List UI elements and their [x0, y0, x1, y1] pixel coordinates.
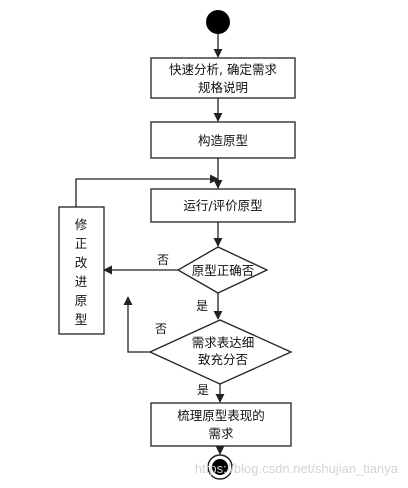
node-sort-line1: 梳理原型表现的 — [177, 408, 265, 423]
node-build: 构造原型 — [150, 121, 296, 159]
decision-needs-line2: 致充分否 — [198, 352, 248, 367]
decision-correct: 原型正确否 — [176, 246, 269, 294]
node-analyze: 快速分析, 确定需求 规格说明 — [150, 57, 296, 99]
node-sort-line2: 需求 — [208, 426, 234, 441]
decision-needs: 需求表达细 致充分否 — [148, 319, 293, 385]
decision-needs-line1: 需求表达细 — [192, 335, 255, 350]
node-revise-char: 正 — [75, 236, 88, 251]
node-build-label: 构造原型 — [198, 133, 248, 148]
edge-needs-back — [123, 296, 150, 353]
node-analyze-line1: 快速分析, 确定需求 — [169, 62, 277, 77]
node-revise-char: 进 — [75, 274, 88, 289]
node-revise-char: 型 — [75, 312, 88, 327]
edge-correct-yes-label: 是 — [196, 299, 208, 313]
edge-needs-yes-label: 是 — [197, 383, 209, 397]
decision-correct-label: 原型正确否 — [192, 263, 255, 278]
node-revise-char: 原 — [75, 293, 88, 308]
watermark: https://blog.csdn.net/shujian_tianya — [195, 461, 399, 476]
edge-correct-no-label: 否 — [157, 253, 169, 267]
end-node — [207, 454, 233, 480]
node-revise-char: 修 — [75, 217, 88, 232]
node-revise-char: 改 — [75, 255, 88, 270]
node-analyze-line2: 规格说明 — [198, 80, 248, 95]
start-node — [206, 10, 230, 34]
node-run-label: 运行/评价原型 — [183, 198, 262, 213]
node-run: 运行/评价原型 — [150, 188, 296, 223]
node-sort: 梳理原型表现的 需求 — [150, 402, 292, 447]
edge-needs-no-label: 否 — [155, 322, 167, 336]
edge-revise-run — [75, 174, 219, 207]
